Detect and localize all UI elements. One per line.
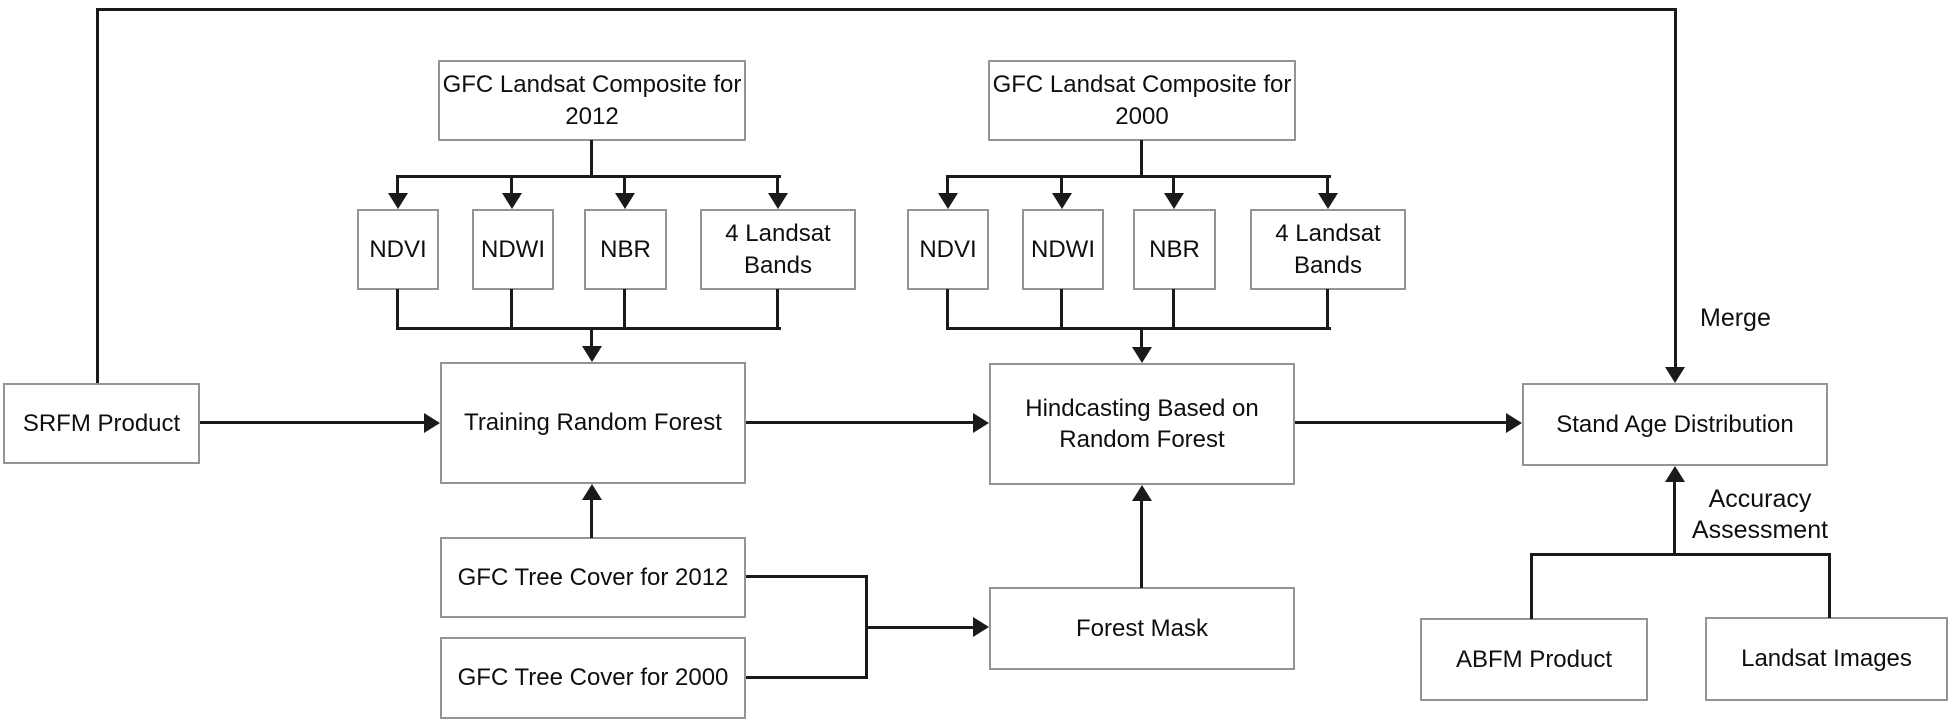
edge-segment <box>1295 421 1508 424</box>
node-gfc-tree-cover-2012: GFC Tree Cover for 2012 <box>440 537 746 618</box>
node-srfm-product: SRFM Product <box>3 383 200 464</box>
arrowhead-down-icon <box>615 193 635 209</box>
edge-segment <box>1530 553 1533 619</box>
edge-segment <box>623 289 626 330</box>
edge-segment <box>510 289 513 330</box>
edge-segment <box>1674 8 1677 367</box>
arrowhead-down-icon <box>502 193 522 209</box>
node-nbr-2012: NBR <box>584 209 667 290</box>
edge-segment <box>200 421 426 424</box>
arrowhead-up-icon <box>582 484 602 500</box>
arrowhead-down-icon <box>1318 193 1338 209</box>
edge-segment <box>1673 480 1676 556</box>
arrowhead-up-icon <box>1132 485 1152 501</box>
node-hindcasting-random-forest: Hindcasting Based on Random Forest <box>989 363 1295 485</box>
edge-segment <box>96 8 99 383</box>
node-ndvi-2012: NDVI <box>357 209 439 290</box>
edge-segment <box>96 8 1677 11</box>
node-forest-mask: Forest Mask <box>989 587 1295 670</box>
edge-segment <box>1172 175 1175 195</box>
node-gfc-tree-cover-2000: GFC Tree Cover for 2000 <box>440 637 746 719</box>
edge-segment <box>946 327 1331 330</box>
edge-segment <box>1530 553 1831 556</box>
edge-segment <box>396 327 781 330</box>
node-ndvi-2000: NDVI <box>907 209 989 290</box>
arrowhead-right-icon <box>1506 413 1522 433</box>
arrowhead-down-icon <box>388 193 408 209</box>
arrowhead-down-icon <box>938 193 958 209</box>
edge-segment <box>776 175 779 195</box>
edge-segment <box>946 175 949 195</box>
node-gfc-landsat-composite-2012: GFC Landsat Composite for 2012 <box>438 60 746 141</box>
node-4-landsat-bands-2000: 4 Landsat Bands <box>1250 209 1406 290</box>
arrowhead-down-icon <box>768 193 788 209</box>
edge-segment <box>746 575 868 578</box>
edge-segment <box>396 289 399 330</box>
node-ndwi-2000: NDWI <box>1022 209 1104 290</box>
arrowhead-down-icon <box>1665 367 1685 383</box>
arrowhead-down-icon <box>582 346 602 362</box>
node-landsat-images: Landsat Images <box>1705 617 1948 701</box>
edge-segment <box>1172 289 1175 330</box>
edge-segment <box>1326 289 1329 330</box>
edge-segment <box>590 140 593 178</box>
arrowhead-down-icon <box>1164 193 1184 209</box>
edge-segment <box>590 498 593 538</box>
edge-segment <box>396 175 781 178</box>
arrowhead-right-icon <box>973 617 989 637</box>
edge-segment <box>776 289 779 330</box>
edge-segment <box>1326 175 1329 195</box>
edge-segment <box>1060 175 1063 195</box>
edge-segment <box>1140 140 1143 178</box>
node-stand-age-distribution: Stand Age Distribution <box>1522 383 1828 466</box>
edge-segment <box>946 289 949 330</box>
edge-segment <box>623 175 626 195</box>
arrowhead-right-icon <box>973 413 989 433</box>
node-gfc-landsat-composite-2000: GFC Landsat Composite for 2000 <box>988 60 1296 141</box>
node-nbr-2000: NBR <box>1133 209 1216 290</box>
edge-segment <box>1140 499 1143 588</box>
node-4-landsat-bands-2012: 4 Landsat Bands <box>700 209 856 290</box>
edge-segment <box>865 626 975 629</box>
edge-segment <box>1140 327 1143 349</box>
arrowhead-right-icon <box>424 413 440 433</box>
edge-label-accuracy-assessment: Accuracy Assessment <box>1691 485 1829 545</box>
edge-segment <box>746 421 975 424</box>
node-abfm-product: ABFM Product <box>1420 618 1648 701</box>
edge-segment <box>1828 553 1831 618</box>
node-ndwi-2012: NDWI <box>472 209 554 290</box>
arrowhead-up-icon <box>1665 466 1685 482</box>
edge-segment <box>746 676 868 679</box>
edge-segment <box>1060 289 1063 330</box>
edge-segment <box>396 175 399 195</box>
edge-segment <box>510 175 513 195</box>
edge-segment <box>590 327 593 348</box>
edge-label-merge: Merge <box>1700 304 1771 332</box>
node-training-random-forest: Training Random Forest <box>440 362 746 484</box>
arrowhead-down-icon <box>1132 347 1152 363</box>
arrowhead-down-icon <box>1052 193 1072 209</box>
edge-segment <box>946 175 1331 178</box>
